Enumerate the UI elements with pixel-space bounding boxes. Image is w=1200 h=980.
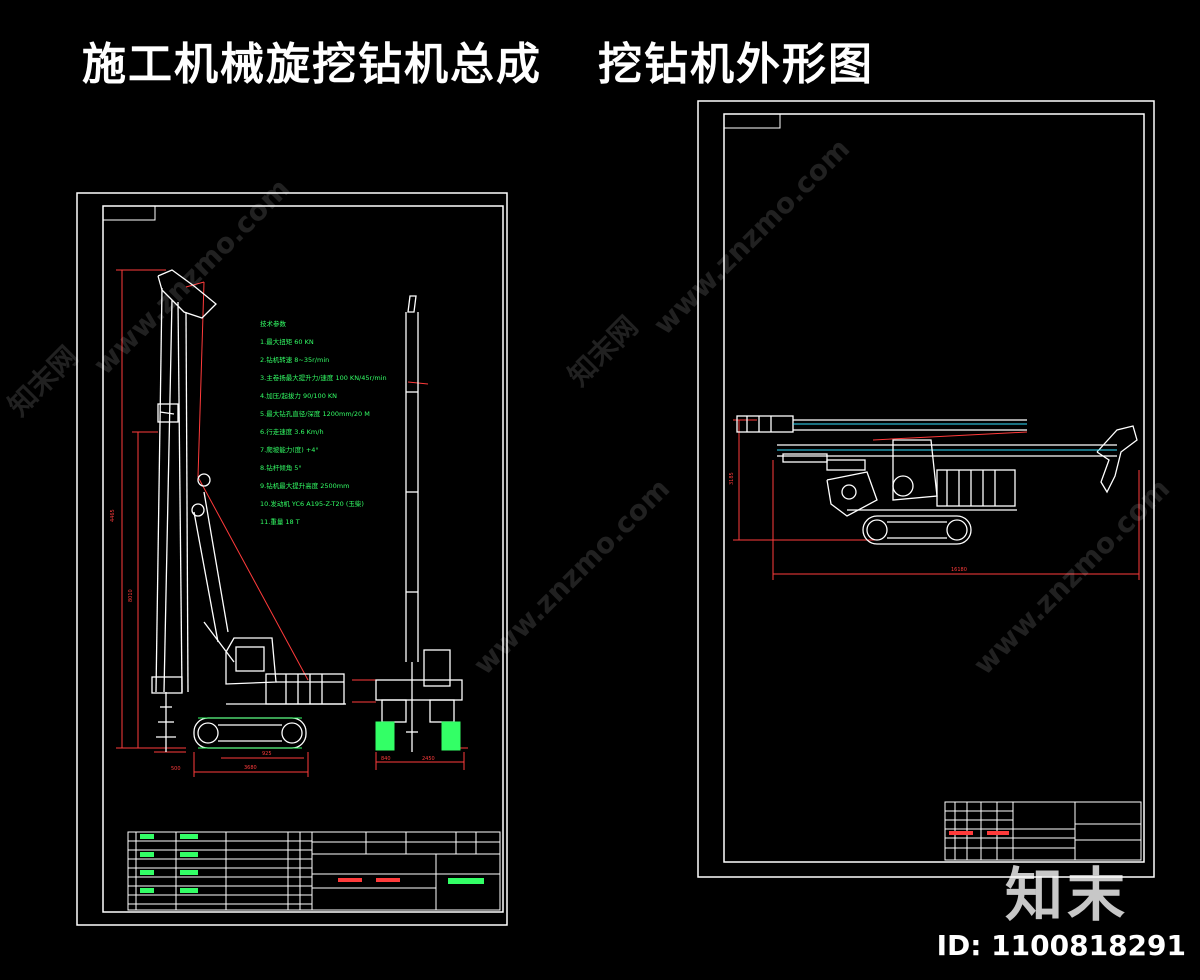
spec-note: 2.钻机转速 8~35r/min [260,355,329,364]
title-left: 施工机械旋挖钻机总成 [82,39,542,90]
svg-text:3185: 3185 [729,472,735,485]
spec-note: 8.钻杆倾角 5° [260,463,302,472]
svg-text:4465: 4465 [110,509,116,522]
svg-text:3680: 3680 [244,765,257,771]
title-block-left [127,831,501,911]
spec-note: 11.重量 18 T [260,518,300,526]
svg-text:16180: 16180 [951,567,967,573]
spec-note: 7.爬坡能力(度) +4° [260,445,319,454]
spec-note: 10.发动机 YC6 A195-Z-T20 (玉柴) [260,499,364,508]
drawing-sheet-left: 4465 8010 500 3680 925 840 2450 [76,192,508,926]
svg-text:500: 500 [171,766,181,772]
spec-note: 1.最大扭矩 60 KN [260,337,314,346]
page-title: 施工机械旋挖钻机总成 挖钻机外形图 [82,28,930,92]
svg-text:925: 925 [262,751,272,757]
spec-note: 3.主卷扬最大提升力/速度 100 KN/45r/min [260,373,387,382]
svg-text:8010: 8010 [128,589,134,602]
title-block-right [944,801,1142,861]
spec-note: 9.钻机最大提升高度 2500mm [260,481,349,490]
asset-id-label: ID: 1100818291 [936,929,1186,962]
svg-text:840: 840 [381,756,391,762]
spec-note: 4.加压/起拔力 90/100 KN [260,391,337,400]
drawing-sheet-right: 3185 16180 [697,100,1155,878]
watermark: 知末网 [1,339,85,423]
watermark: 知末网 [561,309,645,393]
title-right: 挖钻机外形图 [598,39,874,90]
spec-notes-title: 技术参数 [260,319,287,328]
spec-note: 6.行走速度 3.6 Km/h [260,427,324,436]
spec-notes: 技术参数 1.最大扭矩 60 KN 2.钻机转速 8~35r/min 3.主卷扬… [260,319,387,526]
spec-note: 5.最大钻孔直径/深度 1200mm/20 M [260,409,370,418]
svg-text:2450: 2450 [422,756,435,762]
brand-logo: 知末 [1005,861,1130,929]
